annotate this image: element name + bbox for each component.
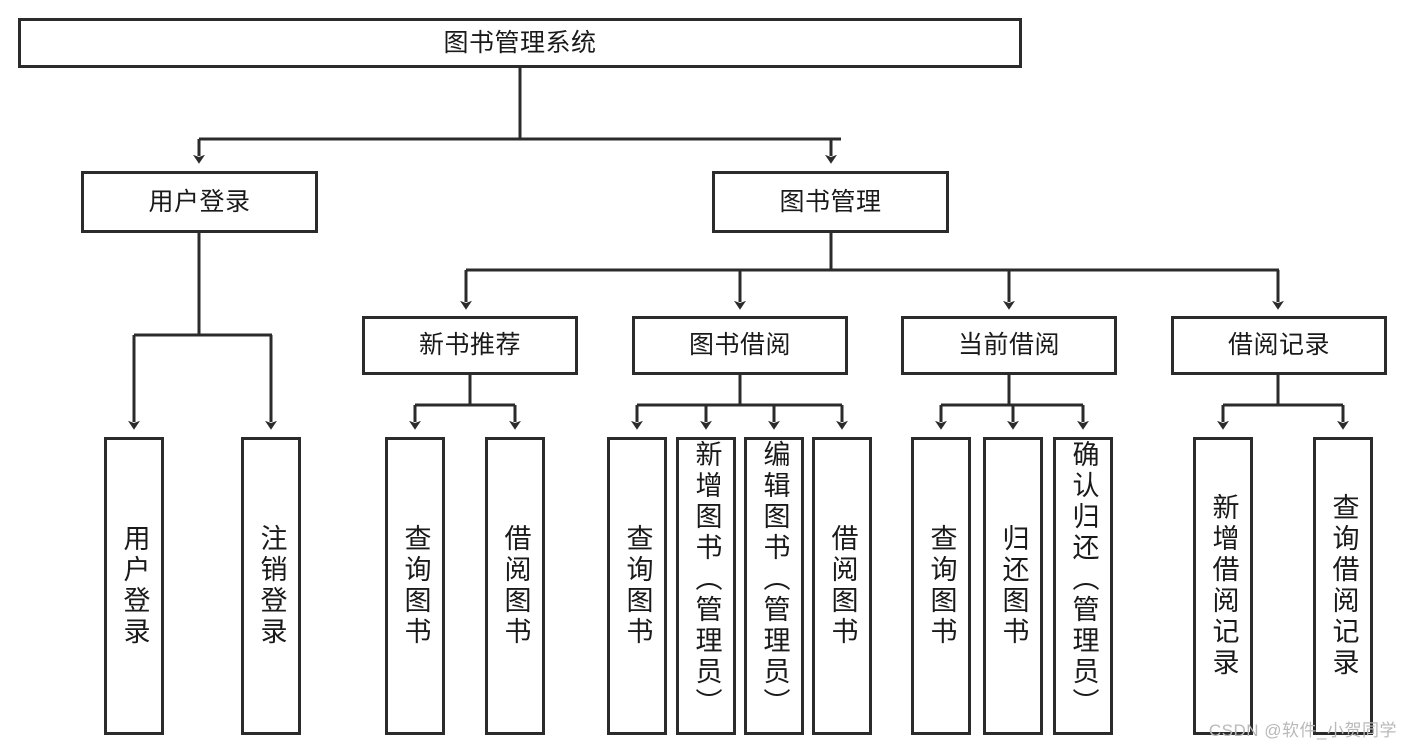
node-leaf-return-book[interactable]: 归还图书 [983,437,1043,735]
node-root-label: 图书管理系统 [443,28,597,57]
node-current-borrow[interactable]: 当前借阅 [901,316,1117,375]
node-leaf-return-book-label: 归还图书 [998,524,1029,648]
node-leaf-query-book-1[interactable]: 查询图书 [385,437,445,735]
node-leaf-query-book-2[interactable]: 查询图书 [607,437,667,735]
node-book-borrow-label: 图书借阅 [688,331,791,360]
node-leaf-query-book-1-label: 查询图书 [400,524,431,648]
node-leaf-edit-book-label: 编辑图书（管理员） [759,440,790,719]
node-book-borrow[interactable]: 图书借阅 [632,316,848,375]
node-leaf-query-record[interactable]: 查询借阅记录 [1313,437,1373,735]
node-leaf-query-record-label: 查询借阅记录 [1328,493,1359,679]
node-leaf-add-book[interactable]: 新增图书（管理员） [676,437,736,735]
node-user-login-label: 用户登录 [148,187,251,216]
node-leaf-edit-book[interactable]: 编辑图书（管理员） [744,437,804,735]
node-leaf-user-login-label: 用户登录 [119,524,150,648]
node-user-login[interactable]: 用户登录 [81,171,318,233]
node-leaf-confirm-return-label: 确认归还（管理员） [1068,440,1099,719]
node-current-borrow-label: 当前借阅 [957,331,1060,360]
node-leaf-borrow-book-2-label: 借阅图书 [827,524,858,648]
node-new-book-recommend[interactable]: 新书推荐 [362,316,578,375]
node-book-manage-label: 图书管理 [779,187,882,216]
node-leaf-add-record[interactable]: 新增借阅记录 [1193,437,1253,735]
node-book-manage[interactable]: 图书管理 [712,171,949,233]
node-leaf-borrow-book-1-label: 借阅图书 [500,524,531,648]
node-leaf-query-book-2-label: 查询图书 [622,524,653,648]
node-leaf-confirm-return[interactable]: 确认归还（管理员） [1053,437,1113,735]
node-borrow-record[interactable]: 借阅记录 [1171,316,1387,375]
node-leaf-borrow-book-2[interactable]: 借阅图书 [812,437,872,735]
node-leaf-add-record-label: 新增借阅记录 [1208,493,1239,679]
node-leaf-query-book-3[interactable]: 查询图书 [911,437,971,735]
node-root[interactable]: 图书管理系统 [18,18,1022,68]
node-leaf-add-book-label: 新增图书（管理员） [691,440,722,719]
node-leaf-user-logout-label: 注销登录 [256,524,287,648]
node-leaf-user-login[interactable]: 用户登录 [104,437,164,735]
node-leaf-user-logout[interactable]: 注销登录 [241,437,301,735]
node-leaf-query-book-3-label: 查询图书 [926,524,957,648]
node-new-book-recommend-label: 新书推荐 [418,331,521,360]
node-leaf-borrow-book-1[interactable]: 借阅图书 [485,437,545,735]
node-borrow-record-label: 借阅记录 [1227,331,1330,360]
